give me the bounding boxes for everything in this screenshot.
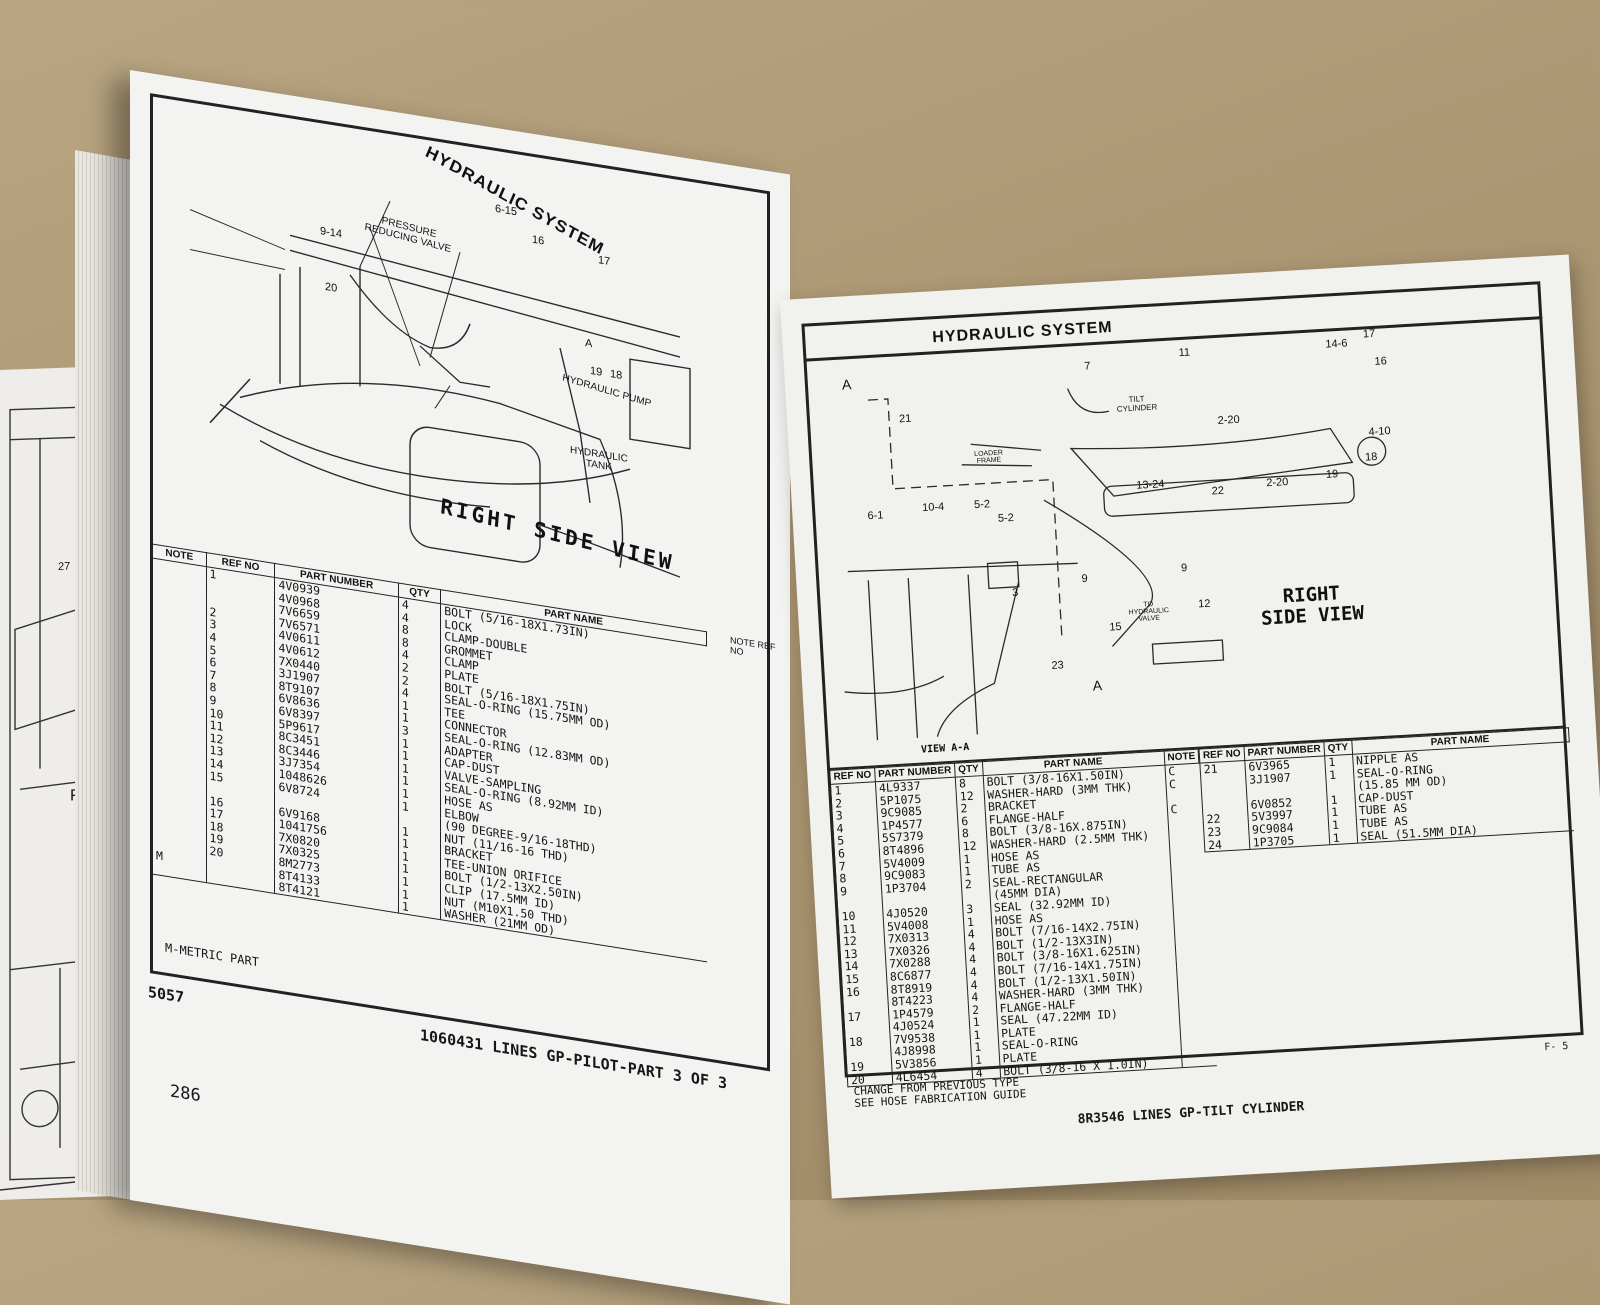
bg-ref-label: 27 — [58, 560, 71, 573]
cell-note — [1181, 1052, 1217, 1068]
tilt-cylinder-label: TILT CYLINDER — [1116, 394, 1158, 414]
ref-callout: A — [585, 337, 593, 351]
loader-frame-label: LOADER FRAME — [974, 449, 1004, 465]
ref-callout: 10-4 — [921, 500, 945, 515]
corner-mark: F- 5 — [1543, 1040, 1569, 1054]
ref-callout: 16 — [532, 233, 545, 248]
catalog-code: 5057 — [148, 982, 185, 1007]
page-number: 286 — [170, 1081, 201, 1107]
ref-callout: 5-2 — [973, 498, 991, 512]
ref-callout: 14-6 — [1325, 337, 1348, 351]
ref-callout: 13-24 — [1135, 478, 1165, 492]
section-marker: A — [1092, 677, 1103, 694]
ref-callout: 16 — [1374, 355, 1388, 368]
cell-qty: 1 — [1328, 830, 1358, 845]
ref-callout: 2-20 — [1217, 413, 1241, 427]
ref-callout: 17 — [598, 254, 611, 269]
cell-ref: 24 — [1204, 836, 1250, 853]
ref-callout: 2-20 — [1266, 476, 1289, 490]
ref-callout: 12 — [1197, 597, 1211, 611]
section-marker: A — [841, 376, 852, 393]
ref-callout: 19 — [590, 364, 603, 379]
ref-callout: 21 — [898, 412, 912, 426]
left-catalog-page: HYDRAULIC SYSTEM — [130, 70, 790, 1305]
ref-callout: 15 — [1109, 620, 1122, 634]
ref-callout: 6-1 — [867, 509, 884, 523]
hydraulic-diagram — [189, 200, 691, 578]
ref-callout: 11 — [1178, 346, 1191, 360]
ref-callout: 17 — [1362, 327, 1376, 341]
photo-scene: 27 27 FR HYDRAULIC SYSTEM — [0, 70, 1600, 1305]
ref-callout: 7 — [1083, 360, 1091, 373]
ref-callout: 19 — [1325, 468, 1339, 481]
to-hydraulic-valve-label: TO HYDRAULIC VALVE — [1128, 601, 1170, 623]
right-catalog-page: HYDRAULIC SYSTEM A 7 11 14-6 17 1 — [780, 254, 1600, 1199]
ref-callout: 23 — [1051, 659, 1065, 672]
footer-title: 8R3546 LINES GP-TILT CYLINDER — [1077, 1099, 1305, 1128]
ref-callout: 22 — [1211, 484, 1225, 498]
tilt-cylinder-diagram — [844, 388, 1387, 741]
ref-callout: 20 — [325, 280, 338, 295]
ref-callout: 9 — [1081, 572, 1089, 586]
view-caption: RIGHT SIDE VIEW — [1260, 582, 1365, 630]
ref-callout: 4-10 — [1368, 425, 1391, 439]
ref-callout: 9 — [1180, 562, 1188, 575]
ref-callout: 18 — [1364, 450, 1378, 464]
ref-callout: 5-2 — [997, 511, 1015, 525]
ref-callout: 3 — [1011, 586, 1019, 600]
ref-callout: 18 — [610, 368, 623, 382]
